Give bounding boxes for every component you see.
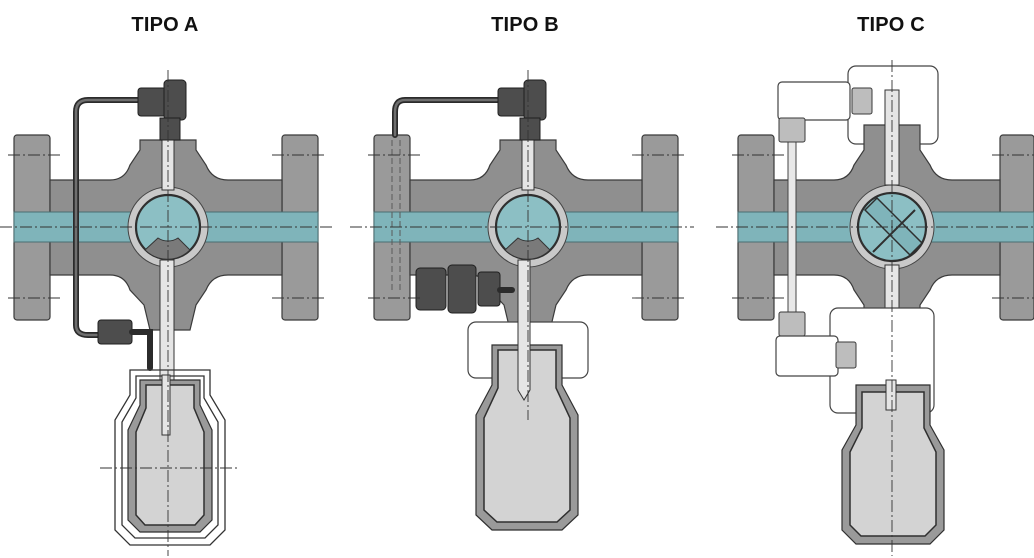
- lower-side-housing: [775, 335, 839, 377]
- lower-side-fitting: [778, 311, 806, 337]
- lower-connector: [835, 341, 857, 369]
- lower-stem: [159, 259, 175, 381]
- title-tipo-c: TIPO C: [857, 14, 925, 36]
- side-fitting-left: [415, 267, 447, 311]
- side-fitting-right: [477, 271, 501, 307]
- bypass-tube: [392, 97, 508, 138]
- sample-needle: [885, 379, 897, 411]
- ball-seat: [504, 237, 551, 260]
- ball-bore: [863, 196, 924, 257]
- top-elbow-fitting: [523, 79, 547, 121]
- sample-bottle-inner: [135, 384, 205, 526]
- side-tube: [787, 139, 797, 316]
- bypass-tube-inner: [74, 98, 147, 337]
- title-tipo-b: TIPO B: [491, 14, 559, 36]
- lower-fitting: [97, 319, 133, 345]
- upper-side-housing: [777, 81, 851, 121]
- sample-bottle-inner: [849, 391, 937, 537]
- lower-tube: [129, 329, 153, 371]
- diagram-tipo-a: [0, 70, 334, 556]
- ball-slot: [872, 209, 916, 253]
- side-fitting-mid: [447, 264, 477, 314]
- diagram-tipo-c: [716, 60, 1034, 556]
- top-fitting-body: [519, 117, 541, 141]
- ball-seat: [144, 237, 191, 260]
- diagram-tipo-b: [350, 70, 694, 531]
- upper-connector: [851, 87, 873, 115]
- bottle-frame-outer: [114, 369, 226, 546]
- top-elbow-fitting: [163, 79, 187, 121]
- bottle-frame-inner: [121, 375, 219, 539]
- top-fitting-body: [159, 117, 181, 141]
- title-tipo-a: TIPO A: [131, 14, 199, 36]
- sample-bottle-inner: [483, 349, 571, 523]
- top-fitting-nut: [497, 87, 527, 117]
- top-fitting-nut: [137, 87, 167, 117]
- upper-side-fitting: [778, 117, 806, 143]
- bypass-tube-inner: [393, 98, 507, 137]
- sample-needle: [161, 374, 171, 436]
